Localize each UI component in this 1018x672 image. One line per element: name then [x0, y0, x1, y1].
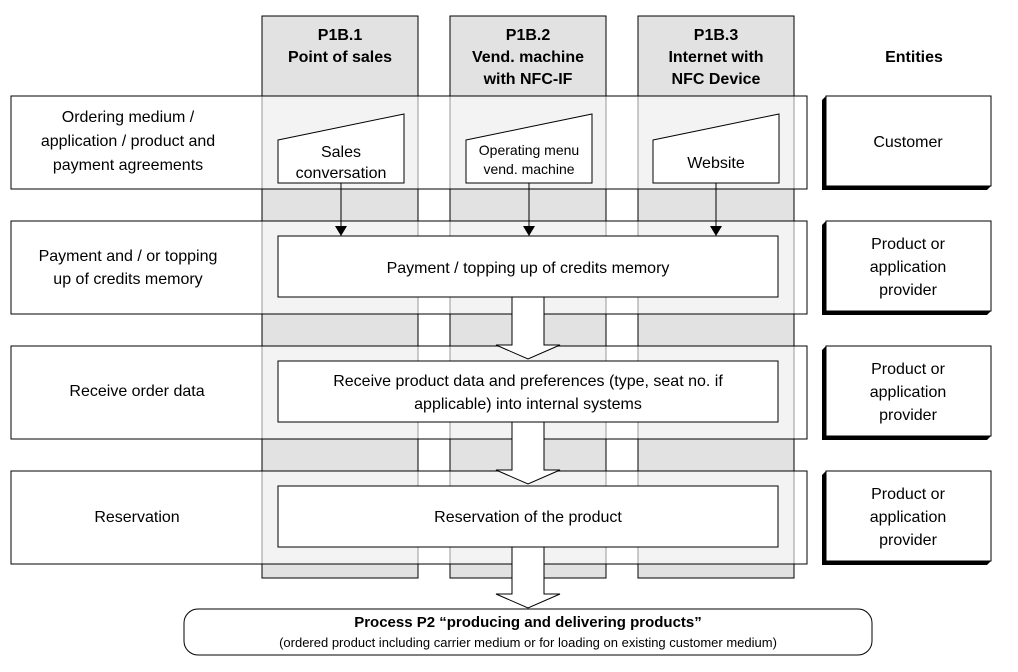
- entity-provider-payment-line3: provider: [879, 282, 937, 299]
- entity-provider-payment-line2: application: [870, 259, 947, 276]
- entity-provider-reservation-line1: Product or: [871, 486, 945, 503]
- reservation-box: [277, 485, 779, 548]
- row-label-payment-line1: Payment and / or topping: [39, 248, 218, 265]
- row-label-ordering-line1: Ordering medium /: [62, 109, 195, 126]
- ordering-medium-website: [652, 113, 780, 184]
- arrow-vending-head: [523, 226, 535, 236]
- entity-provider-reservation-line3: provider: [879, 532, 937, 549]
- column-p1b2-title-line1: Vend. machine: [472, 49, 584, 66]
- entity-provider-receive-line3: provider: [879, 407, 937, 424]
- column-p1b1-id: P1B.1: [318, 27, 363, 44]
- ordering-medium-sales-line1: Sales: [321, 144, 361, 161]
- entity-provider-reservation-line2: application: [870, 509, 947, 526]
- receive-box-text-line1: Receive product data and preferences (ty…: [333, 373, 723, 390]
- final-process-title: Process P2 “producing and delivering pro…: [354, 614, 702, 631]
- entity-provider-receive-line2: application: [870, 384, 947, 401]
- final-process-subtitle: (ordered product including carrier mediu…: [279, 635, 777, 650]
- column-p1b1-title: Point of sales: [288, 49, 392, 66]
- arrow-sales-head: [335, 226, 347, 236]
- ordering-medium-vending-line2: vend. machine: [483, 161, 574, 177]
- entity-customer-label: Customer: [873, 134, 943, 151]
- payment-box: [277, 235, 779, 298]
- ordering-medium-sales: [277, 113, 405, 184]
- entity-provider-payment: Product or application provider: [822, 220, 992, 315]
- hollow-arrow-2: [495, 421, 561, 485]
- row-label-ordering-line3: payment agreements: [53, 157, 203, 174]
- row-label-receive: Receive order data: [69, 383, 204, 400]
- ordering-medium-vending: [465, 113, 593, 184]
- entities-header: Entities: [885, 49, 943, 66]
- reservation-box-text: Reservation of the product: [434, 509, 622, 526]
- hollow-arrow-3: [495, 546, 561, 609]
- column-p1b2-id: P1B.2: [506, 27, 551, 44]
- ordering-medium-sales-line2: conversation: [296, 165, 387, 182]
- hollow-arrow-1: [495, 296, 561, 360]
- row-label-payment-line2: up of credits memory: [53, 271, 202, 288]
- arrow-website-head: [710, 226, 722, 236]
- entity-customer: Customer: [822, 95, 992, 190]
- row-label-ordering-line2: application / product and: [41, 133, 215, 150]
- entity-provider-receive-line1: Product or: [871, 361, 945, 378]
- column-p1b3-id: P1B.3: [694, 27, 739, 44]
- row-label-reservation: Reservation: [94, 509, 179, 526]
- entity-provider-payment-line1: Product or: [871, 236, 945, 253]
- receive-box-text-line2: applicable) into internal systems: [414, 396, 642, 413]
- column-p1b2-title-line2: with NFC-IF: [483, 71, 573, 88]
- ordering-medium-vending-line1: Operating menu: [479, 142, 579, 158]
- entity-provider-reservation: Product or application provider: [822, 470, 992, 565]
- ordering-medium-website-label: Website: [687, 155, 745, 172]
- entity-provider-receive: Product or application provider: [822, 345, 992, 440]
- final-process-box: [183, 608, 873, 656]
- payment-box-text: Payment / topping up of credits memory: [387, 260, 670, 277]
- column-p1b3-title-line2: NFC Device: [672, 71, 761, 88]
- column-p1b3-title-line1: Internet with: [668, 49, 763, 66]
- receive-box: [277, 360, 779, 423]
